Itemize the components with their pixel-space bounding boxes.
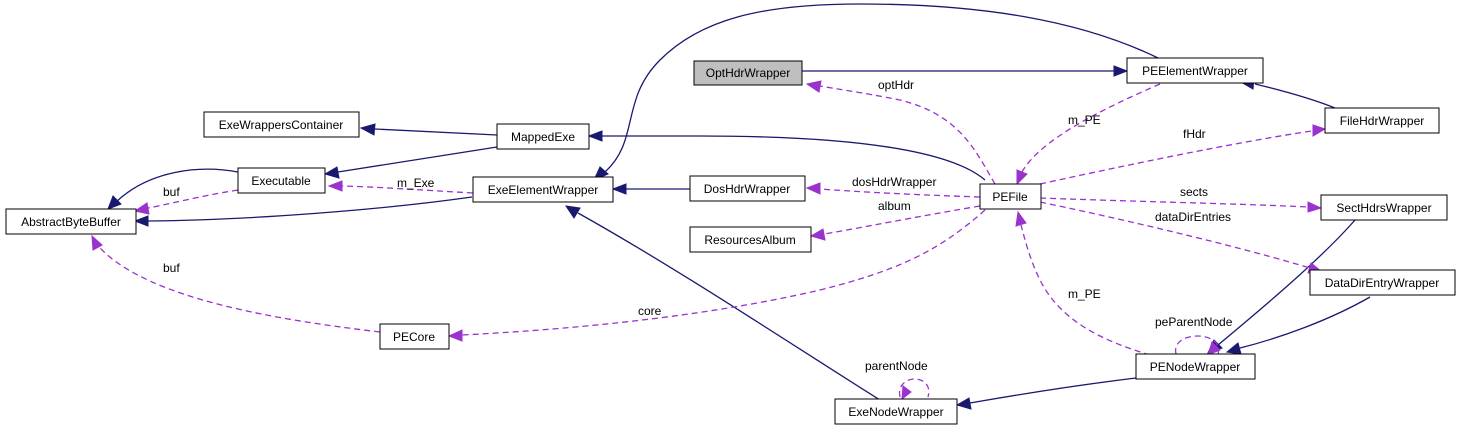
edge-label-m_PE-top: m_PE — [1068, 113, 1101, 127]
edge-dosHdrWrapper-to-exeElementWrapper — [611, 183, 690, 195]
node-label: PEFile — [992, 190, 1028, 204]
edge-m_PE-bottom — [1015, 210, 1151, 356]
edge-executable-to-abstractByteBuffer — [107, 168, 239, 210]
node-pe-node-wrapper[interactable]: PENodeWrapper — [1135, 353, 1256, 380]
edge-label-core: core — [638, 304, 662, 318]
node-label: PECore — [393, 330, 435, 344]
edge-peElementWrapper-to-exeElementWrapper — [593, 3, 1159, 181]
edge-parentNode — [899, 378, 930, 401]
node-label: SectHdrsWrapper — [1336, 201, 1431, 215]
edge-exeElementWrapper-to-abstractByteBuffer — [133, 196, 473, 227]
edge-optHdr — [805, 80, 996, 185]
node-label: DosHdrWrapper — [704, 182, 790, 196]
node-label: OptHdrWrapper — [706, 66, 790, 80]
edge-label-album: album — [878, 199, 911, 213]
node-executable[interactable]: Executable — [237, 167, 326, 194]
edge-dataDirEntryWrapper-to-peNodeWrapper — [1225, 296, 1371, 355]
node-pe-file[interactable]: PEFile — [979, 183, 1042, 210]
edge-buf-bottom — [91, 234, 381, 333]
node-exe-node-wrapper[interactable]: ExeNodeWrapper — [834, 398, 958, 425]
edge-core — [447, 209, 986, 342]
node-opt-hdr-wrapper: OptHdrWrapper — [693, 60, 803, 86]
node-label: AbstractByteBuffer — [21, 215, 121, 229]
edge-mappedExe-to-exeWrappersContainer — [359, 123, 498, 136]
node-label: DataDirEntryWrapper — [1325, 276, 1439, 290]
node-abstract-byte-buffer[interactable]: AbstractByteBuffer — [5, 208, 137, 235]
edge-label-peParentNode: peParentNode — [1155, 315, 1233, 329]
edge-buf-top — [133, 189, 239, 215]
edge-sects — [1039, 197, 1323, 213]
node-sect-hdrs-wrapper[interactable]: SectHdrsWrapper — [1320, 194, 1448, 221]
edge-mappedExe-to-executable — [323, 146, 498, 179]
node-label: ExeElementWrapper — [488, 183, 599, 197]
node-resources-album[interactable]: ResourcesAlbum — [689, 226, 812, 253]
node-label: Executable — [251, 174, 311, 188]
edge-label-buf-bottom: buf — [163, 261, 180, 275]
node-label: ExeNodeWrapper — [848, 405, 943, 419]
edge-label-dosHdrWrapper: dosHdrWrapper — [852, 175, 936, 189]
edge-optHdrWrapper-to-peElementWrapper — [802, 65, 1129, 77]
node-mapped-exe[interactable]: MappedExe — [496, 123, 590, 150]
node-dos-hdr-wrapper[interactable]: DosHdrWrapper — [689, 175, 806, 202]
edge-album — [809, 205, 981, 241]
edge-label-buf-top: buf — [163, 185, 180, 199]
node-label: MappedExe — [511, 130, 575, 144]
edge-m_PE-top — [1016, 83, 1161, 186]
edge-label-parentNode: parentNode — [865, 359, 928, 373]
edge-dosHdrWrapper — [805, 182, 981, 198]
node-pe-core[interactable]: PECore — [379, 323, 450, 350]
edge-label-sects: sects — [1180, 185, 1208, 199]
edge-peFile-to-mappedExe — [587, 130, 986, 181]
node-label: FileHdrWrapper — [1340, 114, 1424, 128]
edge-fHdr — [1039, 124, 1327, 185]
node-label: PEElementWrapper — [1142, 64, 1248, 78]
node-exe-element-wrapper[interactable]: ExeElementWrapper — [472, 176, 614, 203]
edge-peParentNode — [1175, 335, 1221, 356]
edge-m_Exe — [327, 180, 474, 194]
edge-label-optHdr: optHdr — [878, 78, 914, 92]
edge-label-m_Exe: m_Exe — [397, 176, 435, 190]
node-file-hdr-wrapper[interactable]: FileHdrWrapper — [1324, 107, 1440, 134]
node-pe-element-wrapper[interactable]: PEElementWrapper — [1126, 57, 1264, 84]
edge-peNodeWrapper-to-exeNodeWrapper — [955, 377, 1137, 410]
node-label: ExeWrappersContainer — [219, 118, 344, 132]
edge-exeNodeWrapper-to-exeElementWrapper — [564, 205, 881, 401]
edge-label-m_PE-bottom: m_PE — [1068, 287, 1101, 301]
edge-label-fHdr: fHdr — [1183, 127, 1206, 141]
node-label: ResourcesAlbum — [704, 233, 795, 247]
node-exe-wrappers-container[interactable]: ExeWrappersContainer — [203, 111, 360, 138]
edge-label-dataDirEntries: dataDirEntries — [1155, 210, 1231, 224]
node-data-dir-entry-wrapper[interactable]: DataDirEntryWrapper — [1309, 269, 1456, 296]
node-label: PENodeWrapper — [1150, 360, 1241, 374]
